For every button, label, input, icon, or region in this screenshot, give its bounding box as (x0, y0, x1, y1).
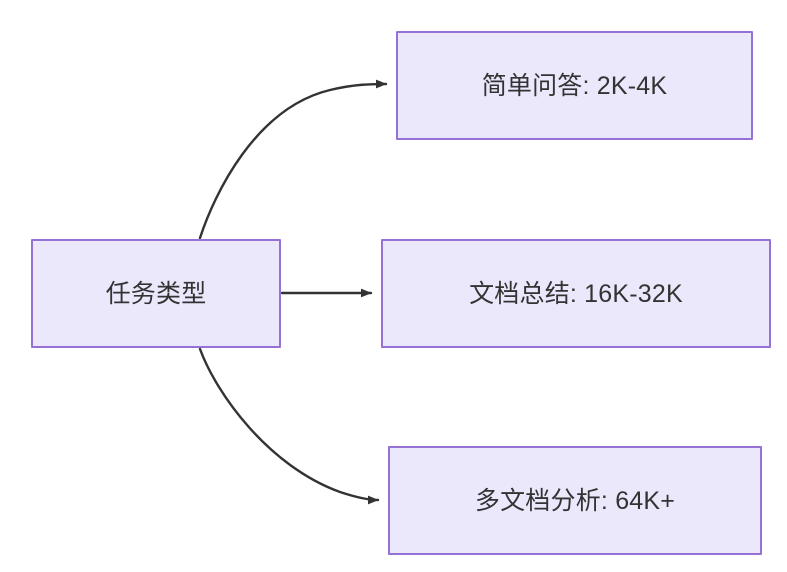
node-document-summary-label: 文档总结: 16K-32K (469, 279, 683, 308)
node-multi-document-analysis[interactable]: 多文档分析: 64K+ (388, 446, 762, 555)
node-simple-qa-label: 简单问答: 2K-4K (481, 71, 668, 100)
node-task-type-label: 任务类型 (105, 279, 207, 308)
node-multi-document-analysis-label: 多文档分析: 64K+ (474, 486, 676, 515)
node-simple-qa[interactable]: 简单问答: 2K-4K (396, 31, 753, 140)
node-task-type[interactable]: 任务类型 (31, 239, 281, 348)
node-document-summary[interactable]: 文档总结: 16K-32K (381, 239, 771, 348)
edge-root-to-qa (198, 79, 388, 240)
edge-root-to-multi (198, 347, 380, 505)
